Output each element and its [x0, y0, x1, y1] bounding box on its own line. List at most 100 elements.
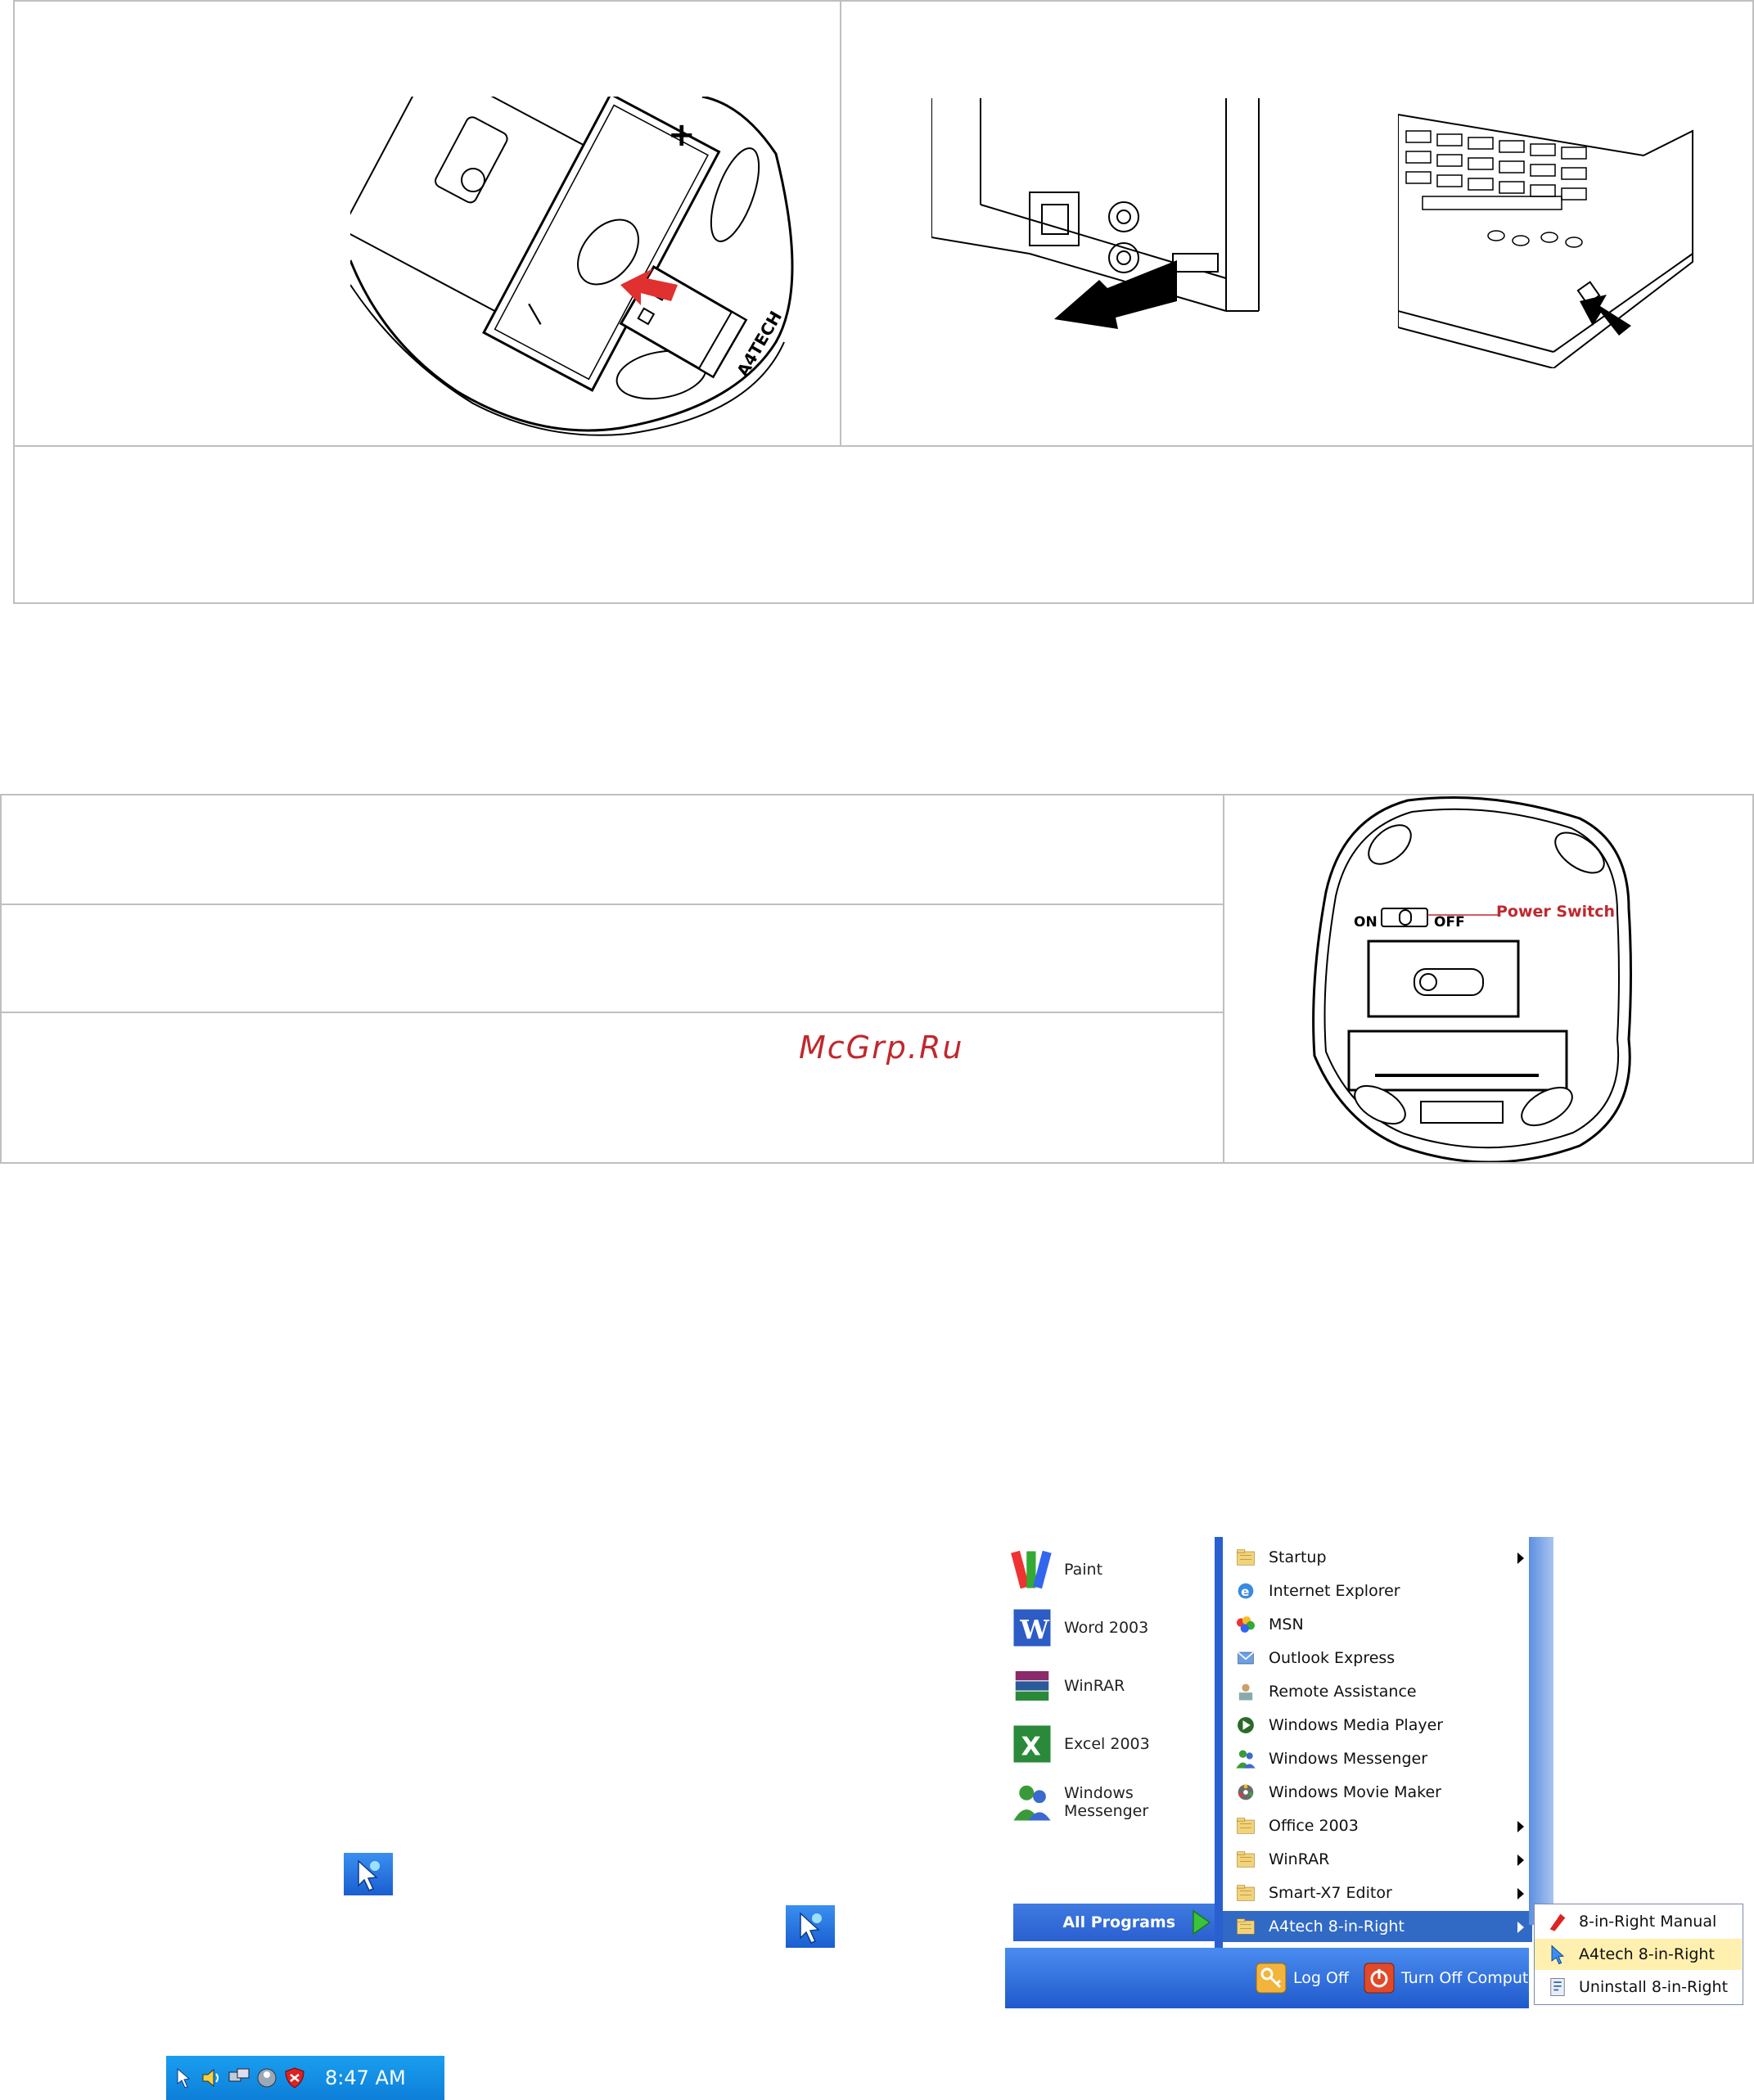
- winrar-icon: [1010, 1664, 1054, 1708]
- pinned-item[interactable]: W Word 2003: [1005, 1603, 1148, 1652]
- program-item-label: Windows Messenger: [1269, 1750, 1428, 1768]
- pinned-item[interactable]: WinRAR: [1005, 1661, 1125, 1710]
- laptop-usb-illustration: [1398, 98, 1701, 368]
- start-menu-footer: Log Off Turn Off Compute: [1005, 1948, 1529, 2008]
- pinned-item-label: Windows Messenger: [1064, 1784, 1149, 1820]
- mouse-app-icon: [1546, 1943, 1569, 1966]
- paint-icon: [1010, 1548, 1054, 1592]
- program-item[interactable]: Windows Messenger: [1223, 1743, 1532, 1774]
- receiver-storage-illustration: + — A4TECH: [350, 97, 828, 444]
- network-icon[interactable]: [227, 2066, 251, 2090]
- program-item-label: Outlook Express: [1269, 1649, 1396, 1667]
- mouse-bottom-illustration: ON OFF Power Switch: [1310, 794, 1670, 1162]
- mid-row-1: [0, 794, 1224, 905]
- volume-icon[interactable]: [199, 2066, 223, 2090]
- program-item-label: Startup: [1269, 1548, 1327, 1566]
- program-item-label: Internet Explorer: [1269, 1582, 1400, 1600]
- submenu-item-label: Uninstall 8-in-Right: [1579, 1978, 1729, 1996]
- key-icon: [1256, 1963, 1287, 1994]
- menu-separator: [1215, 1537, 1223, 1948]
- submenu-arrow-icon: [1517, 1821, 1524, 1832]
- svg-text:e: e: [1241, 1584, 1249, 1599]
- folder-icon: [1234, 1915, 1257, 1938]
- manual-icon: [1546, 1910, 1569, 1933]
- log-off-button[interactable]: Log Off: [1256, 1961, 1349, 1995]
- system-tray: 8:47 AM: [166, 2056, 444, 2100]
- program-item-label: A4tech 8-in-Right: [1269, 1917, 1405, 1936]
- submenu-item[interactable]: 8-in-Right Manual: [1535, 1906, 1742, 1937]
- program-item[interactable]: Smart-X7 Editor: [1223, 1877, 1532, 1908]
- laptop-arrow-icon: [1580, 295, 1631, 336]
- all-programs-button[interactable]: All Programs: [1013, 1904, 1215, 1941]
- program-item-label: Windows Media Player: [1269, 1716, 1444, 1734]
- off-label: OFF: [1434, 914, 1465, 931]
- ie-icon: e: [1234, 1580, 1257, 1602]
- all-programs-arrow-icon: [1190, 1909, 1211, 1936]
- battery-plus-label: +: [668, 116, 696, 154]
- clock[interactable]: 8:47 AM: [325, 2066, 406, 2089]
- svg-text:X: X: [1021, 1733, 1041, 1762]
- program-item[interactable]: Windows Movie Maker: [1223, 1777, 1532, 1808]
- uninstall-icon: [1546, 1976, 1569, 1999]
- security-shield-icon[interactable]: [282, 2066, 307, 2090]
- pinned-item[interactable]: X Excel 2003: [1005, 1719, 1150, 1769]
- submenu-arrow-icon: [1517, 1552, 1524, 1564]
- svg-text:W: W: [1019, 1616, 1049, 1646]
- top-bottom-cell: [13, 445, 1754, 604]
- program-item-label: MSN: [1269, 1616, 1304, 1634]
- power-icon: [1364, 1963, 1395, 1994]
- program-item-label: WinRAR: [1269, 1850, 1330, 1868]
- pinned-item[interactable]: Windows Messenger: [1005, 1778, 1215, 1827]
- program-item[interactable]: e Internet Explorer: [1223, 1575, 1532, 1607]
- program-item[interactable]: Outlook Express: [1223, 1643, 1532, 1674]
- program-item[interactable]: Windows Media Player: [1223, 1710, 1532, 1741]
- pinned-item-label: WinRAR: [1064, 1677, 1125, 1695]
- media-player-icon: [1234, 1714, 1257, 1737]
- messenger-tray-icon[interactable]: [255, 2066, 279, 2090]
- desktop-usb-illustration: [931, 98, 1373, 393]
- pinned-item-label: Excel 2003: [1064, 1735, 1150, 1753]
- program-item-label: Office 2003: [1269, 1817, 1359, 1835]
- folder-icon: [1234, 1546, 1257, 1569]
- program-item[interactable]: Remote Assistance: [1223, 1676, 1532, 1707]
- outlook-icon: [1234, 1647, 1257, 1670]
- on-label: ON: [1354, 914, 1377, 931]
- folder-icon: [1234, 1881, 1257, 1904]
- log-off-label: Log Off: [1293, 1969, 1350, 1987]
- word-icon: W: [1010, 1606, 1054, 1650]
- pinned-item[interactable]: Paint: [1005, 1545, 1102, 1594]
- pinned-item-label: Paint: [1064, 1561, 1103, 1579]
- movie-maker-icon: [1234, 1781, 1257, 1804]
- program-item[interactable]: MSN: [1223, 1609, 1532, 1640]
- insert-arrow-icon: [620, 268, 678, 305]
- turn-off-button[interactable]: Turn Off Compute: [1364, 1961, 1529, 1995]
- pinned-item-label: Word 2003: [1064, 1619, 1149, 1637]
- msn-icon: [1234, 1613, 1257, 1636]
- messenger-icon: [1234, 1747, 1257, 1770]
- mouse-app-icon[interactable]: [171, 2066, 196, 2090]
- desktop-arrow-icon: [1054, 260, 1177, 329]
- watermark: McGrp.Ru: [799, 1030, 964, 1066]
- program-item[interactable]: Office 2003: [1223, 1810, 1532, 1841]
- mouse-app-tray-icon-2: [786, 1905, 835, 1948]
- mid-right-cell: [1223, 794, 1754, 1164]
- power-switch-label: Power Switch: [1496, 903, 1615, 921]
- program-item[interactable]: Startup: [1223, 1542, 1532, 1573]
- program-item[interactable]: WinRAR: [1223, 1844, 1532, 1875]
- remote-icon: [1234, 1680, 1257, 1703]
- submenu-item[interactable]: A4tech 8-in-Right: [1535, 1939, 1742, 1970]
- program-item[interactable]: A4tech 8-in-Right: [1223, 1911, 1532, 1942]
- submenu-arrow-icon: [1517, 1854, 1524, 1866]
- program-item-label: Remote Assistance: [1269, 1683, 1417, 1701]
- submenu-arrow-icon: [1517, 1922, 1524, 1933]
- program-item-label: Smart-X7 Editor: [1269, 1884, 1392, 1902]
- submenu-item[interactable]: Uninstall 8-in-Right: [1535, 1972, 1742, 2003]
- excel-icon: X: [1010, 1722, 1054, 1766]
- mid-row-2: [0, 904, 1224, 1013]
- messenger-icon: [1010, 1780, 1054, 1824]
- turn-off-label: Turn Off Compute: [1401, 1969, 1529, 1987]
